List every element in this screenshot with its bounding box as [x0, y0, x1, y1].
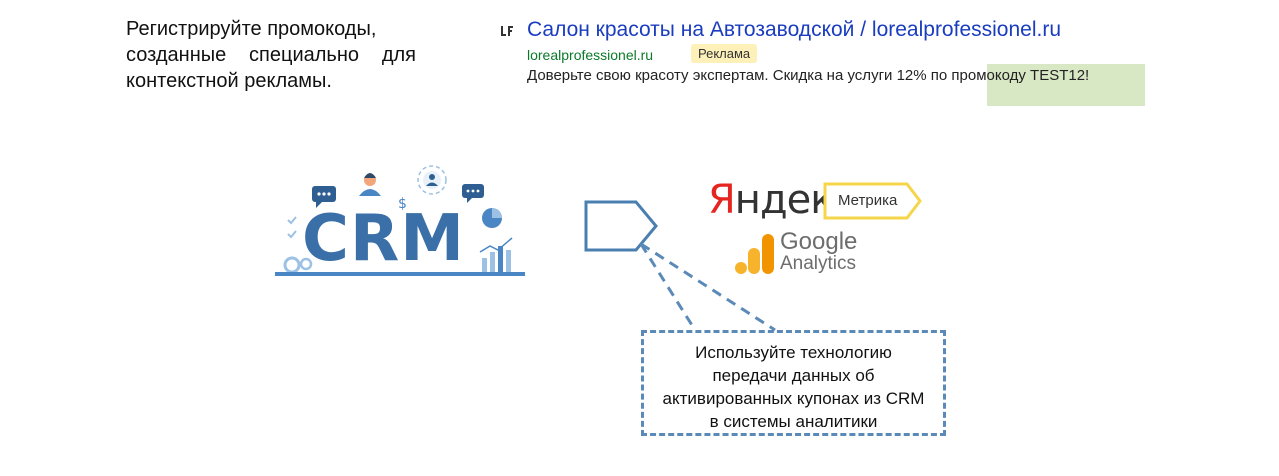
crm-text: CRM — [302, 202, 465, 276]
callout-box: Используйте технологию передачи данных о… — [641, 330, 946, 436]
intro-line-2: созданные специально для — [126, 42, 416, 68]
crm-baseline — [275, 272, 525, 276]
callout-line-2: передачи данных об — [712, 366, 875, 385]
intro-word-3: для — [381, 44, 416, 66]
favicon-icon — [501, 26, 513, 36]
ga-line-1: Google — [780, 228, 858, 255]
intro-line-3: контекстной рекламы. — [126, 70, 332, 92]
intro-line-1: Регистрируйте промокоды, — [126, 18, 377, 40]
svg-text:$: $ — [398, 196, 407, 212]
yandex-logo-first-letter: Я — [708, 177, 736, 223]
callout-text: Используйте технологию передачи данных о… — [644, 341, 943, 433]
ad-description: Доверьте свою красоту экспертам. Скидка … — [527, 67, 1090, 84]
ad-badge: Реклама — [691, 44, 758, 63]
google-analytics-icon — [735, 234, 774, 274]
ad-title-link[interactable]: Салон красоты на Автозаводской / lorealp… — [527, 18, 1062, 41]
google-analytics-wordmark: Google Analytics — [780, 230, 857, 274]
metrika-tag-shape — [823, 182, 922, 220]
callout-line-3: активированных купонах из CRM — [662, 389, 925, 408]
tag-shape — [584, 200, 658, 252]
callout-line-4: в системы аналитики — [709, 412, 878, 431]
intro-word-1: созданные — [126, 44, 227, 66]
metrika-label: Метрика — [838, 192, 898, 209]
crm-illustration: $ — [283, 165, 513, 274]
search-ad-example: Салон красоты на Автозаводской / lorealp… — [500, 18, 1145, 108]
promo-highlight — [987, 64, 1145, 106]
ad-url[interactable]: lorealprofessionel.ru — [527, 47, 654, 63]
intro-text: Регистрируйте промокоды, созданные специ… — [126, 16, 416, 94]
intro-word-2: специально — [249, 44, 360, 66]
crm-logo: $ CRM — [272, 160, 532, 285]
ga-line-2: Analytics — [780, 253, 857, 274]
callout-line-1: Используйте технологию — [695, 343, 892, 362]
